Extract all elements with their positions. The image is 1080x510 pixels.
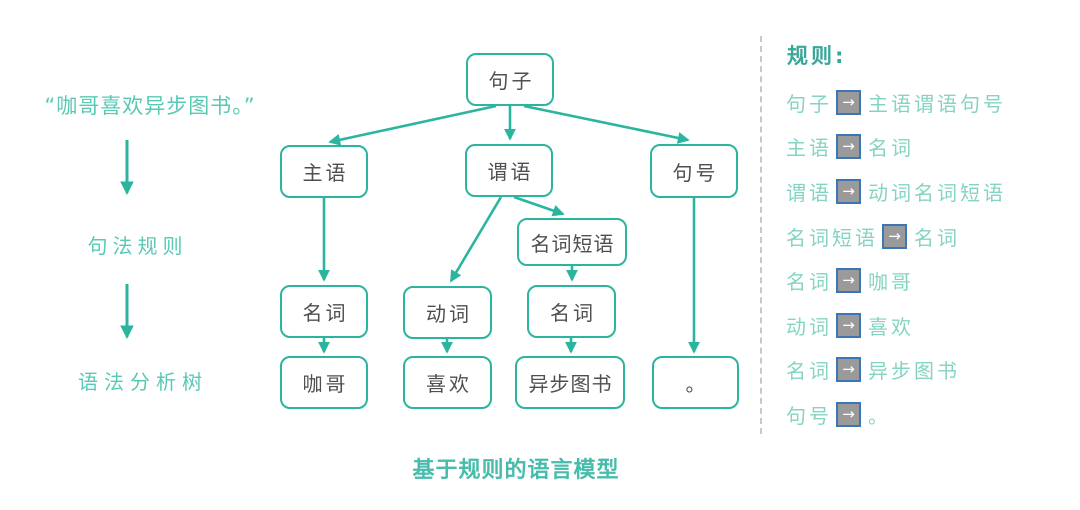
arrow-right-icon: → [836, 89, 861, 115]
arrow-right-icon: → [836, 312, 861, 338]
syntax-rules-label: 句法规则 [87, 234, 188, 258]
rule-rhs: 动词名词短语 [868, 180, 1006, 205]
rule-rhs: 主语谓语句号 [868, 91, 1006, 116]
arrow-right-icon: → [836, 268, 861, 294]
rule-lhs: 名词 [786, 359, 832, 384]
arrow-right-icon: → [836, 401, 861, 427]
tree-node-word-stop: 。 [652, 356, 739, 409]
rule-row: 句子 → 主语谓语句号 [786, 80, 1076, 125]
parse-tree-label: 语法分析树 [78, 370, 208, 394]
rule-lhs: 谓语 [786, 180, 832, 205]
dashed-divider [760, 36, 762, 434]
rule-lhs: 名词 [786, 270, 832, 295]
rule-row: 名词 → 异步图书 [786, 348, 1076, 393]
tree-node-noun-phrase: 名词短语 [517, 218, 627, 266]
tree-node-subject: 主语 [280, 145, 368, 198]
diagram-caption: 基于规则的语言模型 [412, 458, 620, 483]
rule-rhs: 异步图书 [868, 359, 960, 384]
rule-lhs: 主语 [786, 136, 832, 161]
rule-row: 名词 → 咖哥 [786, 258, 1076, 303]
tree-node-word-kage: 咖哥 [280, 356, 368, 409]
arrow-right-icon: → [836, 178, 861, 204]
rule-lhs: 名词短语 [786, 225, 878, 250]
rule-lhs: 句号 [786, 403, 832, 428]
tree-node-noun-left: 名词 [280, 285, 368, 338]
tree-node-sentence: 句子 [466, 53, 554, 106]
tree-node-noun-right: 名词 [527, 285, 616, 338]
rules-list: 句子 → 主语谓语句号 主语 → 名词 谓语 → 动词名词短语 名词短语 → 名… [786, 80, 1076, 437]
example-sentence: “咖哥喜欢异步图书。” [44, 94, 256, 118]
tree-node-word-books: 异步图书 [515, 356, 625, 409]
tree-node-verb: 动词 [403, 286, 492, 339]
rule-row: 名词短语 → 名词 [786, 214, 1076, 259]
rule-row: 句号 → 。 [786, 392, 1076, 437]
rule-rhs: 名词 [868, 136, 914, 161]
rule-rhs: 喜欢 [868, 314, 914, 339]
rule-row: 谓语 → 动词名词短语 [786, 169, 1076, 214]
rule-rhs: 名词 [914, 225, 960, 250]
tree-node-period: 句号 [650, 144, 738, 198]
rule-row: 主语 → 名词 [786, 125, 1076, 170]
rule-row: 动词 → 喜欢 [786, 303, 1076, 348]
tree-node-word-like: 喜欢 [403, 356, 492, 409]
rule-rhs: 。 [868, 403, 891, 428]
tree-node-predicate: 谓语 [465, 144, 553, 197]
rule-rhs: 咖哥 [868, 270, 914, 295]
rule-lhs: 动词 [786, 314, 832, 339]
rules-title: 规则: [787, 44, 847, 68]
arrow-right-icon: → [882, 223, 907, 249]
arrow-right-icon: → [836, 357, 861, 383]
arrow-right-icon: → [836, 134, 861, 160]
rule-lhs: 句子 [786, 91, 832, 116]
